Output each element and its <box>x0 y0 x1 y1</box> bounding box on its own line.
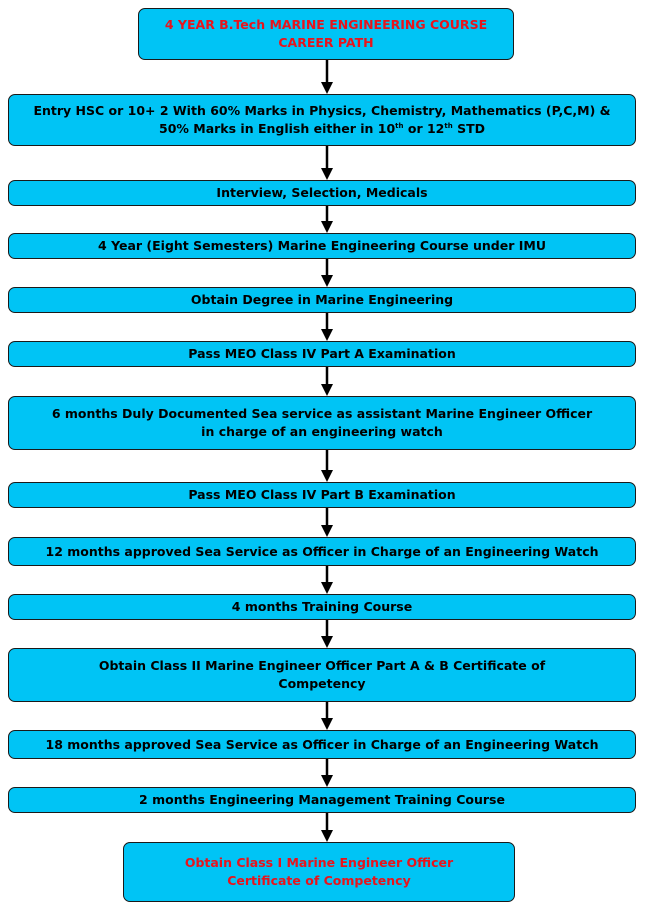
title-line-2: CAREER PATH <box>278 35 374 50</box>
step-box-entry: Entry HSC or 10+ 2 With 60% Marks in Phy… <box>8 94 636 146</box>
down-arrow-icon <box>321 313 333 341</box>
down-arrow-icon <box>321 620 333 648</box>
down-arrow-icon <box>321 566 333 594</box>
step-box-title: 4 YEAR B.Tech MARINE ENGINEERING COURSE … <box>138 8 514 60</box>
step-box-degree: Obtain Degree in Marine Engineering <box>8 287 636 313</box>
down-arrow-icon <box>321 759 333 787</box>
training-4m-label: 4 months Training Course <box>231 599 413 614</box>
step-box-management-course: 2 months Engineering Management Training… <box>8 787 636 813</box>
sea-6m-line-1: 6 months Duly Documented Sea service as … <box>51 406 593 421</box>
down-arrow-icon <box>321 702 333 730</box>
down-arrow-icon <box>321 259 333 287</box>
down-arrow-icon <box>321 60 333 94</box>
course-label: 4 Year (Eight Semesters) Marine Engineer… <box>98 238 546 253</box>
entry-sup-2: th <box>444 121 453 130</box>
step-box-class2: Obtain Class II Marine Engineer Officer … <box>8 648 636 702</box>
step-box-class4b: Pass MEO Class IV Part B Examination <box>8 482 636 508</box>
entry-text-a: 50% Marks in English either in 10 <box>159 121 396 136</box>
step-box-training-4m: 4 months Training Course <box>8 594 636 620</box>
entry-sup-1: th <box>395 121 404 130</box>
down-arrow-icon <box>321 206 333 233</box>
entry-line-2: 50% Marks in English either in 10th or 1… <box>33 120 610 138</box>
entry-text-b: or 12 <box>403 121 445 136</box>
step-box-sea-service-6m: 6 months Duly Documented Sea service as … <box>8 396 636 450</box>
step-box-interview: Interview, Selection, Medicals <box>8 180 636 206</box>
class2-line-1: Obtain Class II Marine Engineer Officer … <box>98 658 546 673</box>
down-arrow-icon <box>321 367 333 396</box>
entry-line-1: Entry HSC or 10+ 2 With 60% Marks in Phy… <box>33 103 611 118</box>
entry-text-c: STD <box>452 121 485 136</box>
step-box-sea-service-12m: 12 months approved Sea Service as Office… <box>8 537 636 566</box>
step-box-class1: Obtain Class I Marine Engineer Officer C… <box>123 842 515 902</box>
down-arrow-icon <box>321 450 333 482</box>
down-arrow-icon <box>321 146 333 180</box>
step-box-class4a: Pass MEO Class IV Part A Examination <box>8 341 636 367</box>
step-box-course: 4 Year (Eight Semesters) Marine Engineer… <box>8 233 636 259</box>
interview-label: Interview, Selection, Medicals <box>216 185 428 200</box>
down-arrow-icon <box>321 813 333 842</box>
class4a-label: Pass MEO Class IV Part A Examination <box>188 346 456 361</box>
class2-line-2: Competency <box>278 676 366 691</box>
sea-6m-line-2: in charge of an engineering watch <box>201 424 443 439</box>
degree-label: Obtain Degree in Marine Engineering <box>190 292 454 307</box>
down-arrow-icon <box>321 508 333 537</box>
management-course-label: 2 months Engineering Management Training… <box>139 792 505 807</box>
class4b-label: Pass MEO Class IV Part B Examination <box>188 487 456 502</box>
class1-line-1: Obtain Class I Marine Engineer Officer <box>184 855 454 870</box>
step-box-sea-service-18m: 18 months approved Sea Service as Office… <box>8 730 636 759</box>
sea-18m-label: 18 months approved Sea Service as Office… <box>45 736 599 752</box>
class1-line-2: Certificate of Competency <box>227 873 411 888</box>
sea-12m-label: 12 months approved Sea Service as Office… <box>45 543 599 559</box>
title-line-1: 4 YEAR B.Tech MARINE ENGINEERING COURSE <box>164 17 488 32</box>
